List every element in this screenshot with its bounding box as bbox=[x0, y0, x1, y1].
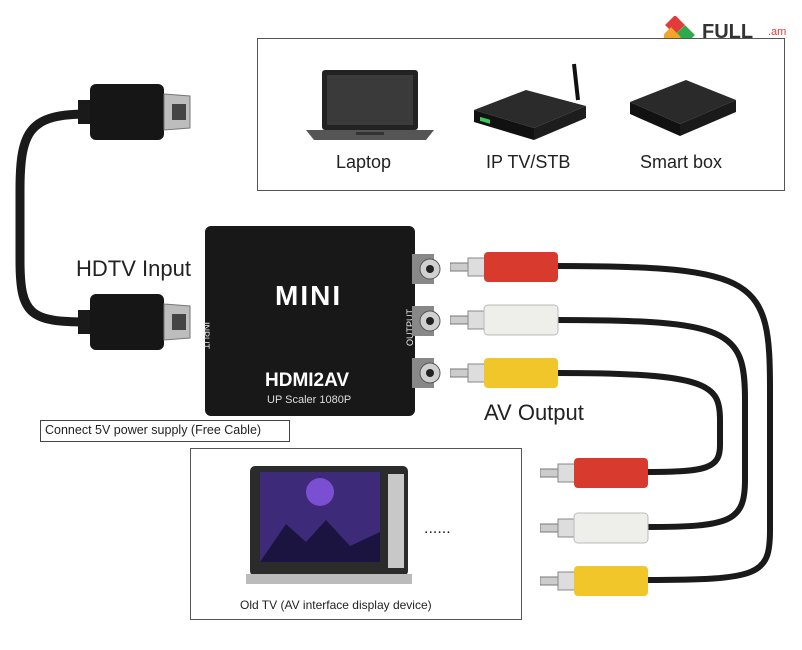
rca-plug-white-top bbox=[450, 304, 559, 336]
brand-suffix: .am bbox=[768, 26, 787, 38]
rca-jacks bbox=[412, 254, 441, 388]
hdmi-cable bbox=[15, 109, 93, 327]
hdmi-plug-bottom bbox=[78, 294, 191, 350]
iptv-label: IP TV/STB bbox=[486, 152, 571, 172]
rca-plug-yellow-top bbox=[450, 358, 558, 388]
rca-plug-white-bottom bbox=[540, 512, 649, 544]
power-supply-text: Connect 5V power supply (Free Cable) bbox=[45, 423, 262, 437]
smart-box-label: Smart box bbox=[640, 152, 723, 172]
hdmi-plug-top bbox=[78, 84, 191, 140]
brand-name: FULL bbox=[702, 21, 754, 43]
av-cables bbox=[555, 263, 773, 583]
old-tv-icon bbox=[246, 466, 412, 584]
converter-model: HDMI2AV bbox=[265, 370, 350, 391]
converter-subtitle: UP Scaler 1080P bbox=[267, 394, 352, 406]
hdmi2av-converter: MINI HDMI2AV UP Scaler 1080P INPUT OUTPU… bbox=[201, 226, 415, 416]
smart-box-icon bbox=[630, 80, 736, 136]
av-output-label: AV Output bbox=[484, 400, 584, 425]
rca-plug-red-bottom bbox=[540, 458, 648, 488]
laptop-label: Laptop bbox=[336, 152, 392, 172]
rca-plug-red-top bbox=[450, 252, 558, 282]
ellipsis-label: ...... bbox=[424, 520, 451, 537]
hdtv-input-label: HDTV Input bbox=[76, 256, 191, 281]
laptop-icon bbox=[306, 70, 434, 140]
converter-title: MINI bbox=[275, 280, 343, 311]
converter-input-port-label: INPUT bbox=[201, 322, 211, 349]
rca-plug-yellow-bottom bbox=[540, 566, 648, 596]
iptv-stb-icon bbox=[474, 63, 586, 140]
power-supply-note: Connect 5V power supply (Free Cable) bbox=[40, 420, 290, 442]
old-tv-label: Old TV (AV interface display device) bbox=[240, 598, 432, 612]
